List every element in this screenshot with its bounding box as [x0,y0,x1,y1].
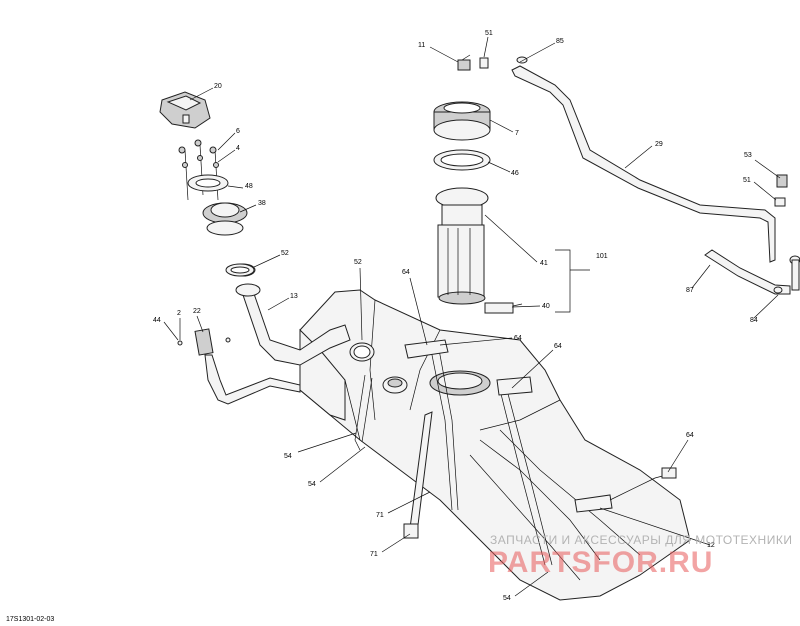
callout-label: 52 [281,250,289,257]
callout-label: 52 [354,259,362,266]
leader-lines [163,36,781,597]
callout-label: 4 [236,145,240,152]
callout-label: 54 [503,595,511,602]
callout-label: 64 [686,432,694,439]
callout-label: 51 [743,177,751,184]
callout-label: 51 [485,30,493,37]
callout-label: 48 [245,183,253,190]
callout-label: 54 [308,481,316,488]
watermark-logo: PARTSFOR.RU [488,546,713,579]
callout-label: 44 [153,317,161,324]
callout-label: 64 [402,269,410,276]
vent-hose [177,328,301,405]
watermark-tagline: ЗАПЧАСТИ И АКСЕССУАРЫ ДЛЯ МОТОТЕХНИКИ [490,533,792,547]
callout-label: 87 [686,287,694,294]
watermark: ЗАПЧАСТИ И АКСЕССУАРЫ ДЛЯ МОТОТЕХНИКИ PA… [488,533,792,579]
callout-label: 46 [511,170,519,177]
drawing-code: 17S1301-02-03 [6,616,54,623]
vent-lines [511,56,800,295]
callout-label: 54 [284,453,292,460]
callout-labels: 11 51 85 20 6 4 7 48 29 46 38 53 51 52 4… [153,30,758,602]
callout-label: 64 [554,343,562,350]
callout-label: 29 [655,141,663,148]
fuel-tank [299,289,691,601]
callout-label: 7 [515,130,519,137]
callout-label: 84 [750,317,758,324]
callout-label: 20 [214,83,222,90]
callout-label: 22 [193,308,201,315]
fuel-cap-assembly [159,91,255,277]
callout-label: 71 [370,551,378,558]
callout-label: 101 [596,253,608,260]
bracket-101 [555,249,590,313]
callout-label: 71 [376,512,384,519]
callout-label: 6 [236,128,240,135]
callout-label: 85 [556,38,564,45]
callout-label: 40 [542,303,550,310]
callout-label: 38 [258,200,266,207]
callout-label: 12 [707,542,715,549]
callout-label: 13 [290,293,298,300]
callout-label: 41 [540,260,548,267]
callout-label: 64 [514,335,522,342]
callout-label: 53 [744,152,752,159]
callout-label: 2 [177,310,181,317]
fuel-pump-assembly [433,54,523,314]
callout-label: 11 [418,42,425,49]
